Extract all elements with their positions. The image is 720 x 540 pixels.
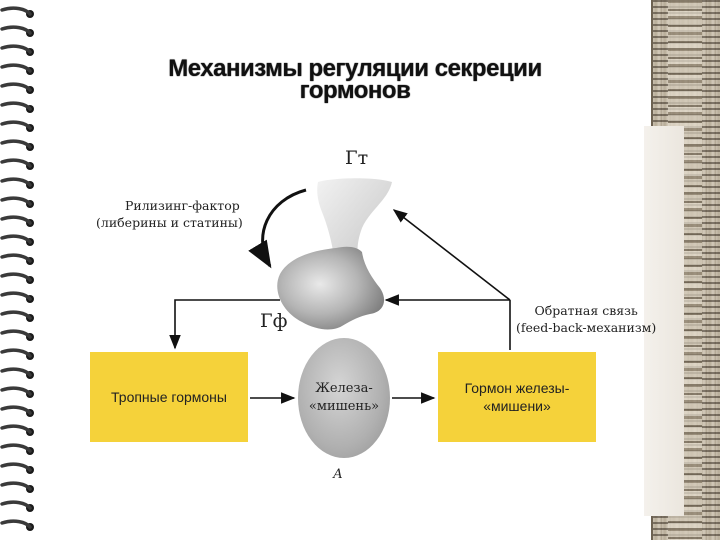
binding-ring (0, 310, 32, 320)
binding-ring (0, 386, 32, 396)
target-gland-line2: «мишень» (308, 399, 380, 414)
hypothalamus-label: Гт (345, 147, 369, 169)
feedback-line1: Обратная связь (534, 303, 638, 318)
feedback-to-hypothalamus-arrow (392, 209, 511, 301)
figure-letter: А (333, 467, 343, 482)
slide-title: Механизмы регуляции секреции гормонов (168, 55, 542, 104)
binding-ring (0, 481, 32, 491)
target-hormone-line2: «мишени» (483, 398, 551, 414)
binding-ring (0, 405, 32, 415)
releasing-factor-line2: (либерины и статины) (96, 215, 243, 230)
target-gland-line1: Железа- (315, 381, 373, 396)
tropic-hormones-box: Тропные гормоны (90, 352, 248, 442)
binding-ring (0, 120, 32, 130)
figure-edge-shadow (644, 126, 684, 516)
binding-ring (0, 424, 32, 434)
binding-ring (0, 348, 32, 358)
binding-ring (0, 177, 32, 187)
pituitary-gland (277, 246, 385, 330)
pituitary-label: Гф (260, 310, 288, 332)
binding-ring (0, 6, 32, 16)
binding-ring (0, 443, 32, 453)
releasing-factor-arrow (248, 188, 307, 269)
binding-ring (0, 500, 32, 510)
binding-ring (0, 158, 32, 168)
binding-ring (0, 462, 32, 472)
target-hormone-box: Гормон железы- «мишени» (438, 352, 596, 442)
binding-ring (0, 367, 32, 377)
binding-ring (0, 82, 32, 92)
releasing-factor-line1: Рилизинг-фактор (124, 198, 240, 213)
binding-ring (0, 139, 32, 149)
binding-ring (0, 329, 32, 339)
tropic-hormones-text: Тропные гормоны (111, 389, 227, 405)
target-gland-circle: Железа- «мишень» (298, 338, 390, 458)
binding-ring (0, 291, 32, 301)
spiral-binding (0, 6, 34, 531)
binding-ring (0, 272, 32, 282)
binding-ring (0, 215, 32, 225)
releasing-factor-label: Рилизинг-фактор (либерины и статины) (96, 197, 243, 231)
binding-ring (0, 101, 32, 111)
binding-ring (0, 196, 32, 206)
feedback-label: Обратная связь (feed-back-механизм) (516, 302, 656, 336)
binding-ring (0, 234, 32, 244)
binding-ring (0, 44, 32, 54)
feedback-line2: (feed-back-механизм) (516, 320, 657, 335)
target-hormone-line1: Гормон железы- (464, 380, 570, 396)
pituitary-to-tropic-arrow (169, 299, 280, 350)
binding-ring (0, 63, 32, 73)
binding-ring (0, 25, 32, 35)
binding-ring (0, 519, 32, 529)
binding-ring (0, 253, 32, 263)
